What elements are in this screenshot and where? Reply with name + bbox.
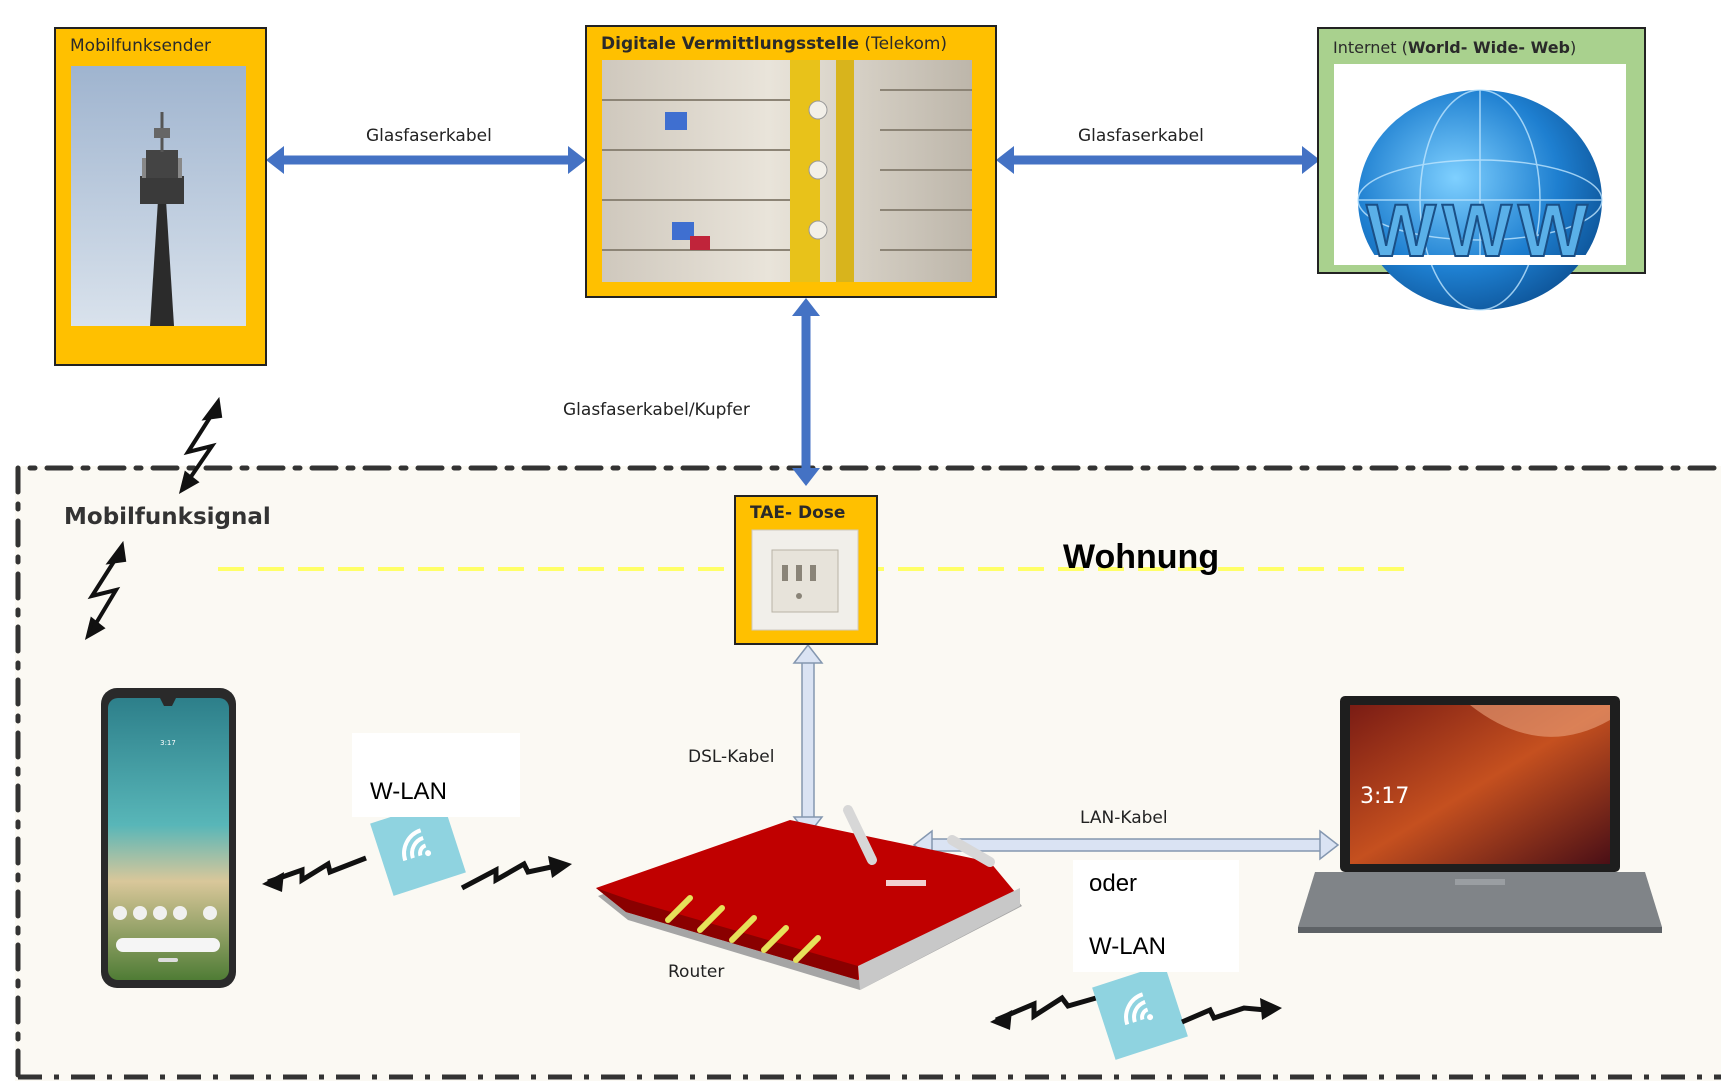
- exchange-title-rest: (Telekom): [859, 34, 948, 54]
- mobile-signal-label: Mobilfunksignal: [64, 504, 271, 530]
- internet-title: Internet (World- Wide- Web): [1333, 38, 1576, 57]
- node-mobile-tower: [54, 27, 267, 366]
- laptop-wlan-label: W-LAN: [1089, 933, 1166, 960]
- laptop-or-label: oder: [1089, 870, 1138, 897]
- wlan-signal-phone: [262, 800, 572, 896]
- edge-label-exchange-tae: Glasfaserkabel/Kupfer: [563, 400, 750, 420]
- smartphone: 3:17: [101, 688, 236, 988]
- edge-label-exchange-internet: Glasfaserkabel: [1078, 126, 1204, 146]
- node-tae: [734, 495, 878, 645]
- laptop-connection-box: oder W-LAN: [1073, 860, 1239, 972]
- edge-label-tower-exchange: Glasfaserkabel: [366, 126, 492, 146]
- mobile-signal-bolt-lower: [84, 540, 127, 641]
- edge-tower-exchange: [266, 146, 586, 174]
- mobile-tower-title: Mobilfunksender: [70, 36, 212, 56]
- edge-tae-router: [792, 643, 824, 837]
- www-letters: WWW: [1366, 189, 1594, 272]
- edge-label-tae-router: DSL-Kabel: [688, 747, 775, 767]
- laptop: 3:17: [1298, 696, 1662, 933]
- phone-wlan-box: W-LAN: [352, 733, 520, 817]
- edge-label-router-laptop: LAN-Kabel: [1080, 808, 1168, 828]
- apartment-label: Wohnung: [1063, 538, 1220, 576]
- internet-title-c: ): [1570, 38, 1577, 57]
- exchange-title: Digitale Vermittlungsstelle (Telekom): [601, 34, 947, 54]
- node-exchange: [585, 25, 997, 298]
- svg-text:3:17: 3:17: [1360, 784, 1409, 809]
- svg-text:3:17: 3:17: [160, 739, 176, 747]
- internet-title-b: World- Wide- Web: [1407, 38, 1570, 57]
- tae-title: TAE- Dose: [750, 503, 846, 523]
- edge-exchange-internet: [996, 146, 1320, 174]
- apartment-border: [15, 465, 1721, 1078]
- mobile-signal-bolt-upper: [178, 396, 223, 495]
- router-label: Router: [668, 962, 725, 982]
- router: [596, 805, 1022, 990]
- node-internet: WWW: [1317, 27, 1646, 311]
- exchange-title-bold: Digitale Vermittlungsstelle: [601, 34, 860, 54]
- internet-title-a: Internet (: [1333, 38, 1408, 57]
- phone-wlan-label: W-LAN: [370, 778, 447, 805]
- wlan-signal-laptop: [990, 964, 1282, 1060]
- edge-exchange-tae: [792, 298, 820, 486]
